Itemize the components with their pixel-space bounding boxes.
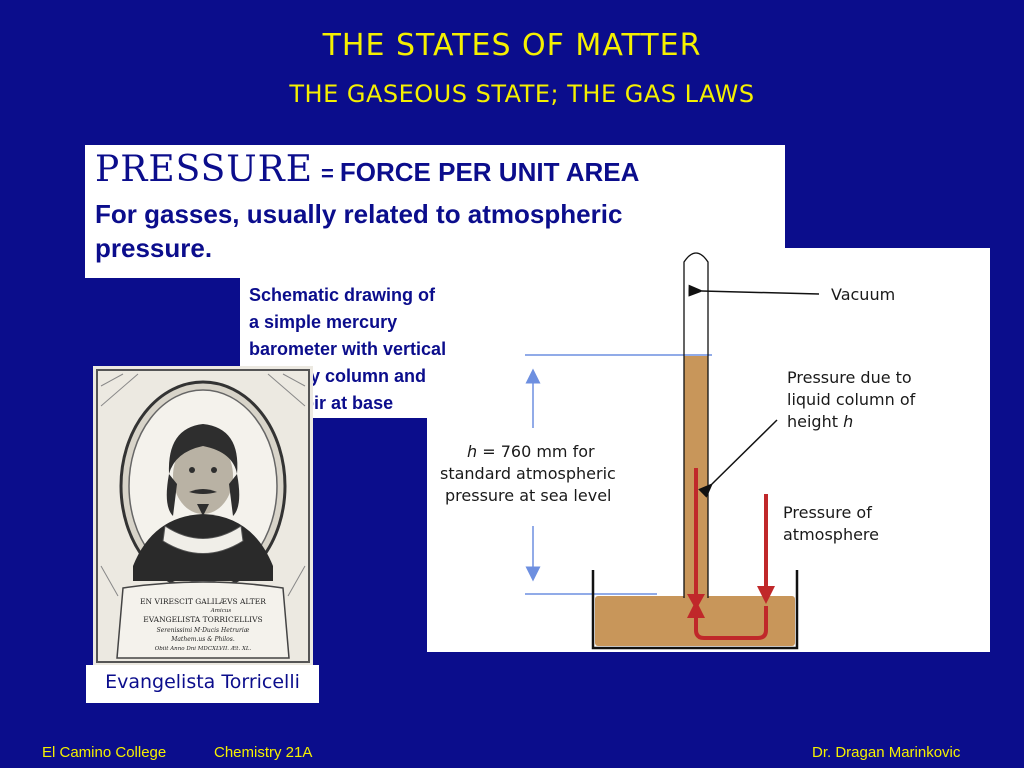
footer-author: Dr. Dragan Marinkovic [812, 744, 961, 761]
equals-sign: = [321, 161, 334, 186]
column-label-2: liquid column of [787, 390, 916, 409]
column-label-1: Pressure due to [787, 368, 912, 387]
footer-college: El Camino College [42, 744, 167, 761]
atm-label-2: atmosphere [783, 525, 879, 544]
height-label-3: pressure at sea level [445, 486, 611, 505]
portrait-name: Evangelista Torricelli [105, 671, 300, 693]
definition-box: PRESSURE =FORCE PER UNIT AREA For gasses,… [85, 145, 785, 278]
definition-note: For gasses, usually related to atmospher… [95, 199, 623, 263]
portrait-engraving: EN VIRESCIT GALILÆVS ALTER Amicus EVANGE… [93, 366, 313, 666]
column-label-var: h [843, 412, 853, 431]
torricelli-portrait: EN VIRESCIT GALILÆVS ALTER Amicus EVANGE… [93, 366, 313, 666]
height-label-2: standard atmospheric [440, 464, 616, 483]
face [173, 438, 233, 514]
column-label-3: height h [787, 412, 853, 431]
reservoir [591, 570, 799, 650]
barometer-diagram: Vacuum Pressure due to liquid column of … [427, 248, 990, 652]
engraving-line-6: Obiit Anno Dni MDCXLVII. Æt. XL. [155, 646, 252, 652]
engraving-line-2: Amicus [210, 608, 232, 614]
footer-course: Chemistry 21A [214, 744, 313, 761]
barometer-svg: Vacuum Pressure due to liquid column of … [440, 252, 916, 650]
column-label-3-text: height [787, 412, 838, 431]
atm-label-1: Pressure of [783, 503, 872, 522]
pressure-term: PRESSURE [95, 149, 314, 190]
engraving-line-5: Mathem.us & Philos. [170, 636, 235, 643]
definition-line: PRESSURE =FORCE PER UNIT AREA [95, 149, 639, 190]
u-flow-arrowhead [687, 600, 705, 618]
engraving-line-4: Serenissimi M·Ducis Hetruriæ [157, 627, 250, 634]
slide-subtitle: THE GASEOUS STATE; THE GAS LAWS [289, 80, 755, 108]
height-label-1: h = 760 mm for [467, 442, 595, 461]
mustache [189, 489, 217, 494]
hair [168, 424, 238, 474]
collar [162, 525, 244, 554]
height-label-1-text: = 760 mm for [477, 442, 595, 461]
slide-title: THE STATES OF MATTER [322, 28, 702, 63]
inscription-plaque [116, 581, 290, 659]
atm-pressure-arrowhead [757, 586, 775, 604]
portrait-name-box: Evangelista Torricelli [86, 665, 319, 703]
definition-meaning: FORCE PER UNIT AREA [339, 157, 640, 187]
vacuum-pointer [688, 284, 820, 297]
engraving-line-1: EN VIRESCIT GALILÆVS ALTER [140, 597, 266, 606]
tube-outline [683, 252, 709, 598]
u-flow-arrow [694, 606, 768, 640]
engraving-line-3: EVANGELISTA TORRICELLIVS [143, 615, 262, 624]
column-pointer [698, 419, 778, 498]
height-var: h [467, 442, 477, 461]
vacuum-label: Vacuum [831, 285, 895, 304]
